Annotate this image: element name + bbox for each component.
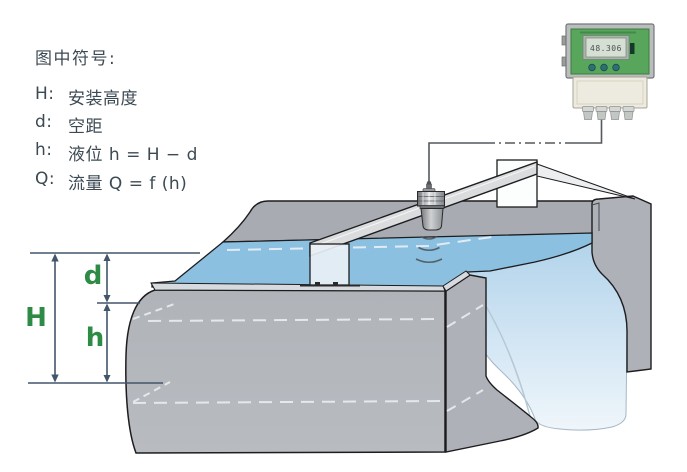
label-liquid-level: h [86, 323, 105, 353]
device-button-3 [612, 63, 620, 72]
legend-text-d: 空距 [68, 117, 103, 137]
water-level-wing-dash [446, 304, 484, 328]
ultrasonic-waves-icon [415, 235, 443, 264]
device-screen [585, 37, 627, 58]
sensor-body [420, 208, 444, 231]
water-surface [151, 232, 593, 288]
dimension-lines [28, 252, 200, 384]
device-indicator-bar [630, 43, 635, 54]
label-air-gap: d [84, 261, 103, 291]
legend-item-Q: Q: 流量 Q = f (h) [35, 169, 187, 194]
water-level-dashed-line [226, 236, 493, 251]
cable-to-sensor [428, 142, 487, 185]
sensor-crown-rib-highlights [422, 192, 436, 206]
wing-top-strip [442, 270, 471, 292]
near-mount-post [309, 243, 350, 286]
right-wall-inner-edge [591, 202, 600, 231]
device-screen-value: 48.306 [590, 44, 622, 53]
device-junction-box-inner [576, 80, 644, 105]
wall-level-dashed-lines [132, 302, 484, 412]
ultrasonic-sensor [417, 180, 445, 231]
signal-cable [428, 119, 603, 185]
water-level-connector-dash [132, 302, 178, 320]
cable-gland [595, 106, 608, 120]
dimension-arrow-H [51, 253, 59, 383]
mount-bolt-right [333, 282, 338, 286]
legend-text-h: 液位 h = H − d [68, 145, 198, 165]
level-controller-device: 48.306 [561, 23, 655, 120]
cable-glands [582, 106, 635, 120]
legend-text-H: 安装高度 [68, 89, 138, 109]
device-button-1 [588, 63, 596, 72]
channel-front-wall [125, 289, 446, 454]
legend-item-h: h: 液位 h = H − d [35, 140, 198, 165]
label-installation-height: H [25, 303, 47, 333]
legend-item-d: d: 空距 [35, 112, 103, 137]
legend-text-Q: 流量 Q = f (h) [68, 174, 188, 194]
mount-bolt-left [315, 282, 320, 286]
cable-gland [622, 106, 635, 120]
sheet-edge-line [480, 297, 532, 421]
sensor-crown-ribs [418, 196, 444, 202]
sensor-crown [417, 191, 445, 207]
cable-gland [609, 106, 621, 120]
wing-wall [445, 274, 539, 453]
dimension-arrow-d [103, 253, 111, 303]
legend-item-H: H: 安装高度 [35, 84, 138, 109]
legend-symbol-d: d: [35, 112, 53, 132]
legend-symbol-h: h: [35, 140, 53, 160]
device-junction-box [572, 76, 648, 109]
legend-symbol-Q: Q: [35, 169, 56, 189]
legend-symbol-H: H: [35, 84, 55, 104]
cable-from-device [575, 119, 603, 144]
device-face-vent [580, 31, 636, 34]
floor-level-wing-dash [446, 389, 484, 412]
floor-level-wall-dash [132, 400, 443, 404]
legend-title: 图中符号: [35, 49, 117, 69]
right-end-wall [591, 195, 652, 373]
device-button-2 [600, 63, 608, 72]
device-buttons [588, 63, 620, 72]
dimension-arrow-h [103, 303, 111, 383]
cable-gland [582, 106, 594, 120]
support-wedge [536, 163, 636, 200]
water-level-wall-dash [147, 318, 443, 322]
